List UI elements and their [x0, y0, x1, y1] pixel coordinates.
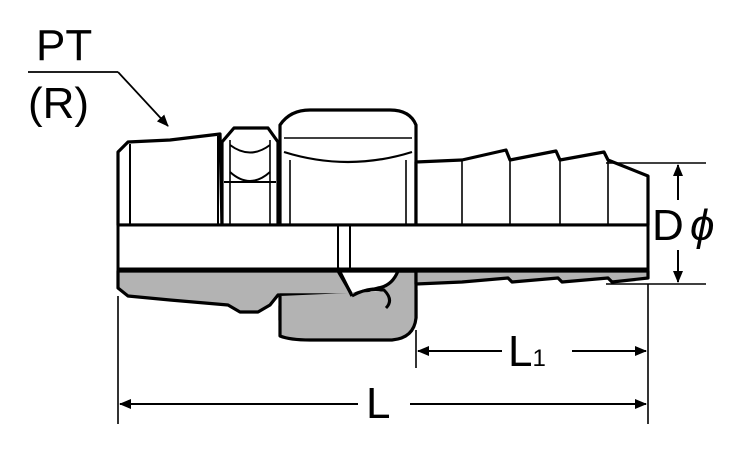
- length-hose-sub: 1: [532, 345, 545, 372]
- length-hose-main: L: [508, 327, 532, 376]
- thread-section: [116, 132, 224, 227]
- fitting-section: [116, 267, 650, 342]
- thread-alt-label: (R): [28, 79, 89, 128]
- length-hose-label: L1: [508, 327, 546, 376]
- length-total-label: L: [366, 379, 390, 428]
- inner-bore: [116, 223, 650, 271]
- stem-section: [338, 269, 650, 286]
- hex-nut: [278, 108, 418, 227]
- phi-symbol: ϕ: [690, 201, 714, 250]
- thread-type-label: PT: [36, 21, 92, 70]
- fitting-exterior: [116, 108, 650, 227]
- barbed-stem: [414, 148, 650, 227]
- dimensions: [28, 71, 706, 424]
- pt-leader-arrow: [117, 71, 169, 127]
- diameter-label: D: [652, 201, 684, 250]
